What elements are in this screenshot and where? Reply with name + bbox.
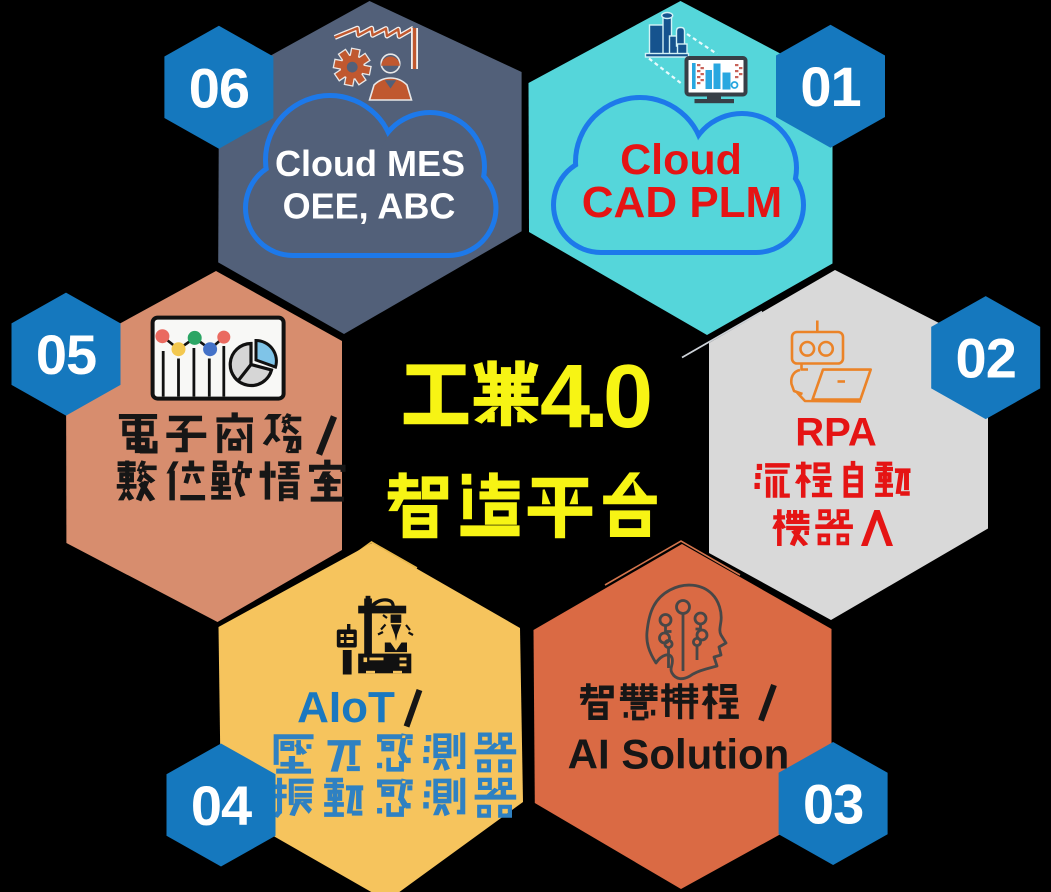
svg-text:01: 01 bbox=[800, 55, 860, 118]
svg-text:CAD PLM: CAD PLM bbox=[582, 178, 782, 227]
svg-text:RPA: RPA bbox=[795, 411, 876, 455]
svg-text:OEE, ABC: OEE, ABC bbox=[283, 186, 456, 227]
svg-text:AI Solution: AI Solution bbox=[568, 731, 790, 778]
svg-text:03: 03 bbox=[803, 773, 863, 836]
svg-text:04: 04 bbox=[191, 774, 252, 837]
svg-text:Cloud MES: Cloud MES bbox=[275, 143, 465, 184]
svg-text:05: 05 bbox=[36, 323, 96, 386]
svg-text:06: 06 bbox=[189, 56, 249, 119]
svg-text:02: 02 bbox=[956, 327, 1016, 390]
svg-text:4.0: 4.0 bbox=[540, 347, 650, 447]
svg-text:Cloud: Cloud bbox=[620, 136, 742, 184]
svg-text:AIoT: AIoT bbox=[297, 683, 395, 732]
